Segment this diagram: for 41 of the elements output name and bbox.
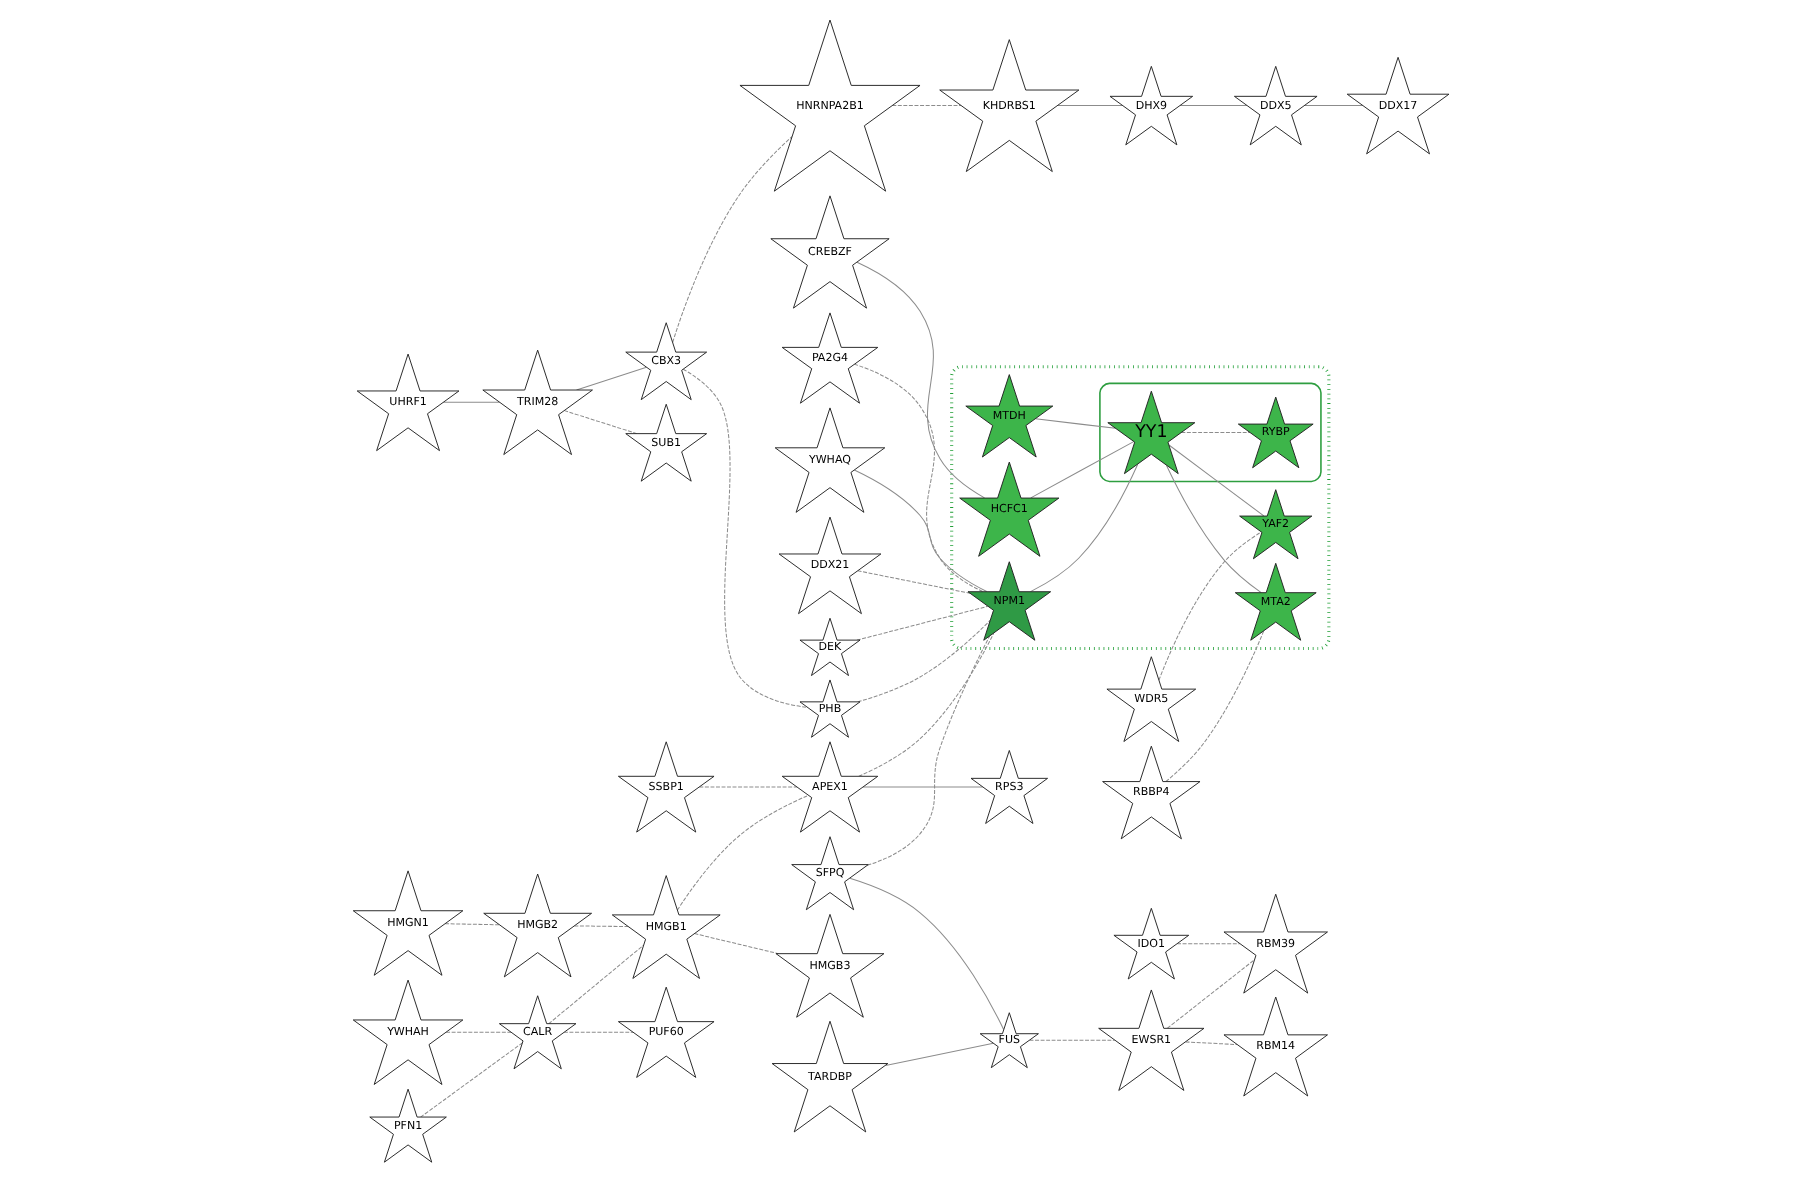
connector xyxy=(681,368,807,708)
connector xyxy=(1029,441,1134,499)
connector xyxy=(562,410,637,435)
connector xyxy=(675,794,808,911)
connector xyxy=(562,1031,633,1033)
connector xyxy=(884,1042,993,1066)
connector xyxy=(441,401,500,403)
connector xyxy=(1157,531,1261,681)
connector xyxy=(1167,444,1264,517)
connector xyxy=(575,366,646,391)
connector xyxy=(856,619,990,703)
connector xyxy=(671,136,792,343)
connector xyxy=(1056,105,1122,107)
connector xyxy=(547,944,644,1025)
connector xyxy=(1178,105,1247,107)
connector xyxy=(890,105,961,107)
connector xyxy=(1303,105,1363,107)
connector xyxy=(572,925,628,928)
connector xyxy=(852,469,987,593)
connector xyxy=(697,786,797,788)
connector xyxy=(1175,943,1240,945)
connector xyxy=(861,786,983,788)
connector xyxy=(853,363,983,593)
connector xyxy=(1165,959,1254,1029)
cluster xyxy=(949,365,1330,651)
connector xyxy=(443,923,499,926)
cluster xyxy=(1098,382,1321,483)
connector xyxy=(856,570,970,594)
connector xyxy=(857,632,994,777)
connector xyxy=(1164,630,1264,783)
connector xyxy=(1184,1041,1237,1046)
connector xyxy=(1028,1039,1115,1041)
connector xyxy=(444,1031,511,1033)
connector xyxy=(1165,464,1261,594)
connector xyxy=(419,1042,522,1118)
connector xyxy=(848,877,1004,1030)
connector xyxy=(1034,418,1116,429)
connector xyxy=(866,635,990,866)
connector xyxy=(1029,463,1138,593)
connector xyxy=(1180,431,1250,433)
connector xyxy=(855,605,988,641)
